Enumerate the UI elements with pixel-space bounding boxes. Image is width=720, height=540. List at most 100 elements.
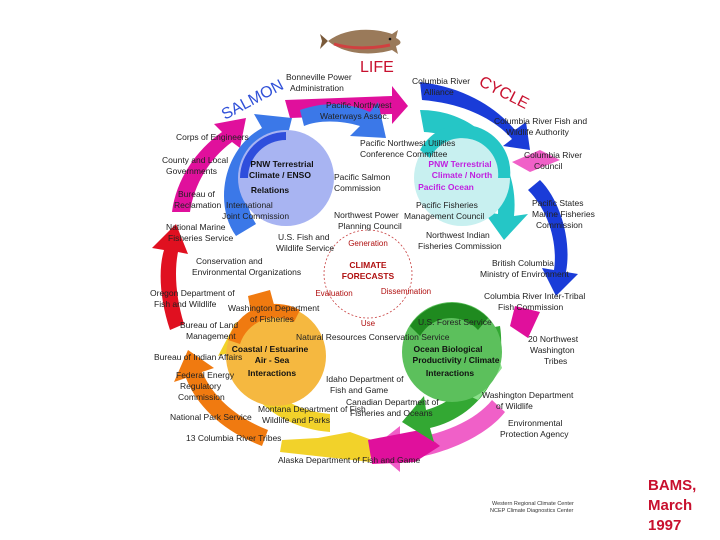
label-pnw-waterways-1: Pacific Northwest — [326, 100, 392, 110]
label-county-1: County and Local — [162, 155, 228, 165]
label-reclamation-2: Reclamation — [174, 200, 222, 210]
label-blm-2: Management — [186, 331, 236, 341]
quadrant-nw-line1: PNW Terrestrial — [250, 159, 313, 169]
label-canada-dfo-1: Canadian Department of — [346, 397, 439, 407]
label-nwppc-1: Northwest Power — [334, 210, 399, 220]
label-blm-1: Bureau of Land — [180, 320, 238, 330]
label-psmfc-1: Pacific States — [532, 198, 584, 208]
quadrant-se-line2: Productivity / Climate — [413, 355, 500, 365]
label-pacific-fisheries-2: Management Council — [404, 211, 484, 221]
outer-arrow-magenta-right — [510, 306, 540, 338]
label-montana-2: Wildlife and Parks — [262, 415, 330, 425]
label-crfwa-1: Columbia River Fish and — [494, 116, 587, 126]
label-cr-council-2: Council — [534, 161, 562, 171]
label-usfws-1: U.S. Fish and — [278, 232, 330, 242]
label-pnw-utilities-2: Conference Committee — [360, 149, 448, 159]
quadrant-nw-line2: Climate / ENSO — [249, 170, 311, 180]
quadrant-se-line3: Interactions — [426, 368, 474, 378]
label-usfws-2: Wildlife Service — [276, 243, 334, 253]
label-wa-wildlife-1: Washington Department — [482, 390, 574, 400]
inner-arrow-teal-ne — [420, 110, 528, 240]
label-bonneville-2: Administration — [290, 83, 344, 93]
quadrant-ne-line3: Pacific Ocean — [418, 182, 474, 192]
quadrant-ne-line2: Climate / North — [432, 170, 492, 180]
quadrant-sw-line1: Coastal / Estuarine — [232, 344, 309, 354]
bams-citation: BAMS, March 1997 — [648, 476, 718, 536]
label-idaho-fg-2: Fish and Game — [330, 385, 388, 395]
label-nw-tribes-2: Washington — [530, 345, 575, 355]
label-nwppc-2: Planning Council — [338, 221, 402, 231]
label-epa-2: Protection Agency — [500, 429, 569, 439]
label-psmfc-3: Commission — [536, 220, 583, 230]
label-nmfs-2: Fisheries Service — [168, 233, 233, 243]
outer-arrow-red-left — [152, 224, 188, 330]
credit-block: Western Regional Climate Center NCEP Cli… — [490, 501, 574, 514]
quadrant-nw: PNW Terrestrial Climate / ENSO Relations — [238, 130, 334, 226]
label-pnw-waterways-2: Waterways Assoc. — [320, 111, 389, 121]
label-wa-fisheries-2: of Fisheries — [250, 314, 294, 324]
center-title-line2: FORECASTS — [342, 271, 395, 281]
label-oregon-fw-1: Oregon Department of — [150, 288, 235, 298]
label-salmon-commission-1: Pacific Salmon — [334, 172, 390, 182]
quadrant-sw-line3: Interactions — [248, 368, 296, 378]
forecast-cycle-ring — [323, 229, 413, 319]
bams-line-1: BAMS, — [648, 477, 697, 494]
label-fed-energy-3: Commission — [178, 392, 225, 402]
quadrant-nw-disc — [238, 130, 334, 226]
label-canada-dfo-2: Fisheries and Oceans — [350, 408, 433, 418]
label-county-2: Governments — [166, 166, 217, 176]
quadrant-se-line1: Ocean Biological — [414, 344, 483, 354]
label-bonneville-1: Bonneville Power — [286, 72, 352, 82]
quadrant-sw: Coastal / Estuarine Air - Sea Interactio… — [226, 303, 326, 406]
outer-arrow-pink-right — [512, 150, 560, 172]
label-bc-ministry-2: Ministry of Environment — [480, 269, 569, 279]
label-usfs: U.S. Forest Service — [418, 317, 492, 327]
outer-arrow-magenta-bottom — [368, 430, 440, 464]
outer-arrow-orange-bottomleft — [174, 350, 268, 446]
label-nw-tribes-1: 20 Northwest — [528, 334, 579, 344]
label-montana-1: Montana Department of Fish — [258, 404, 366, 414]
label-joint-commission-1: International — [226, 200, 273, 210]
label-pnw-utilities-1: Pacific Northwest Utilities — [360, 138, 455, 148]
quadrant-nw-line3: Relations — [251, 185, 290, 195]
label-nw-tribes-3: Tribes — [544, 356, 567, 366]
label-oregon-fw-2: Fish and Wildlife — [154, 299, 217, 309]
climate-forecast-cycle: Generation CLIMATE FORECASTS Evaluation … — [315, 229, 431, 328]
label-conservation-2: Environmental Organizations — [192, 267, 301, 277]
credit-line-2: NCEP Climate Diagnostics Center — [490, 508, 574, 514]
quadrant-sw-disc — [226, 306, 326, 406]
label-cr-council-1: Columbia River — [524, 150, 582, 160]
center-evaluation: Evaluation — [315, 289, 352, 298]
label-nw-indian-1: Northwest Indian — [426, 230, 490, 240]
label-bc-ministry-1: British Columbia — [492, 258, 554, 268]
quadrant-se: Ocean Biological Productivity / Climate … — [402, 302, 502, 402]
label-pacific-fisheries-1: Pacific Fisheries — [416, 200, 478, 210]
quadrant-ne: PNW Terrestrial Climate / North Pacific … — [414, 124, 511, 226]
title-life: LIFE — [360, 59, 394, 76]
label-idaho-fg-1: Idaho Department of — [326, 374, 404, 384]
label-bia: Bureau of Indian Affairs — [154, 352, 242, 362]
label-columbia-alliance-1: Columbia River — [412, 76, 470, 86]
inner-arrow-green-se — [402, 326, 502, 442]
outer-arrow-blue-topright — [420, 82, 530, 150]
bams-line-2: March — [648, 497, 693, 514]
outer-arrow-yellow-bottom — [280, 432, 372, 462]
label-psmfc-2: Marine Fisheries — [532, 209, 595, 219]
quadrant-sw-line2: Air - Sea — [255, 355, 290, 365]
outer-arrow-magenta-topleft — [172, 118, 246, 212]
label-conservation-1: Conservation and — [196, 256, 263, 266]
agency-labels: Bonneville Power Administration Columbia… — [150, 72, 595, 465]
label-crfwa-2: Wildlife Authority — [506, 127, 570, 137]
outer-arrow-ring — [152, 82, 578, 472]
label-salmon-commission-2: Commission — [334, 183, 381, 193]
label-joint-commission-2: Joint Commission — [222, 211, 289, 221]
label-cr-tribes: 13 Columbia River Tribes — [186, 433, 281, 443]
quadrant-ne-disc — [414, 130, 510, 226]
label-epa-1: Environmental — [508, 418, 562, 428]
label-fed-energy-1: Federal Energy — [176, 370, 235, 380]
center-use: Use — [361, 319, 376, 328]
label-reclamation-1: Bureau of — [178, 189, 215, 199]
label-fed-energy-2: Regulatory — [180, 381, 222, 391]
center-title-line1: CLIMATE — [349, 260, 386, 270]
